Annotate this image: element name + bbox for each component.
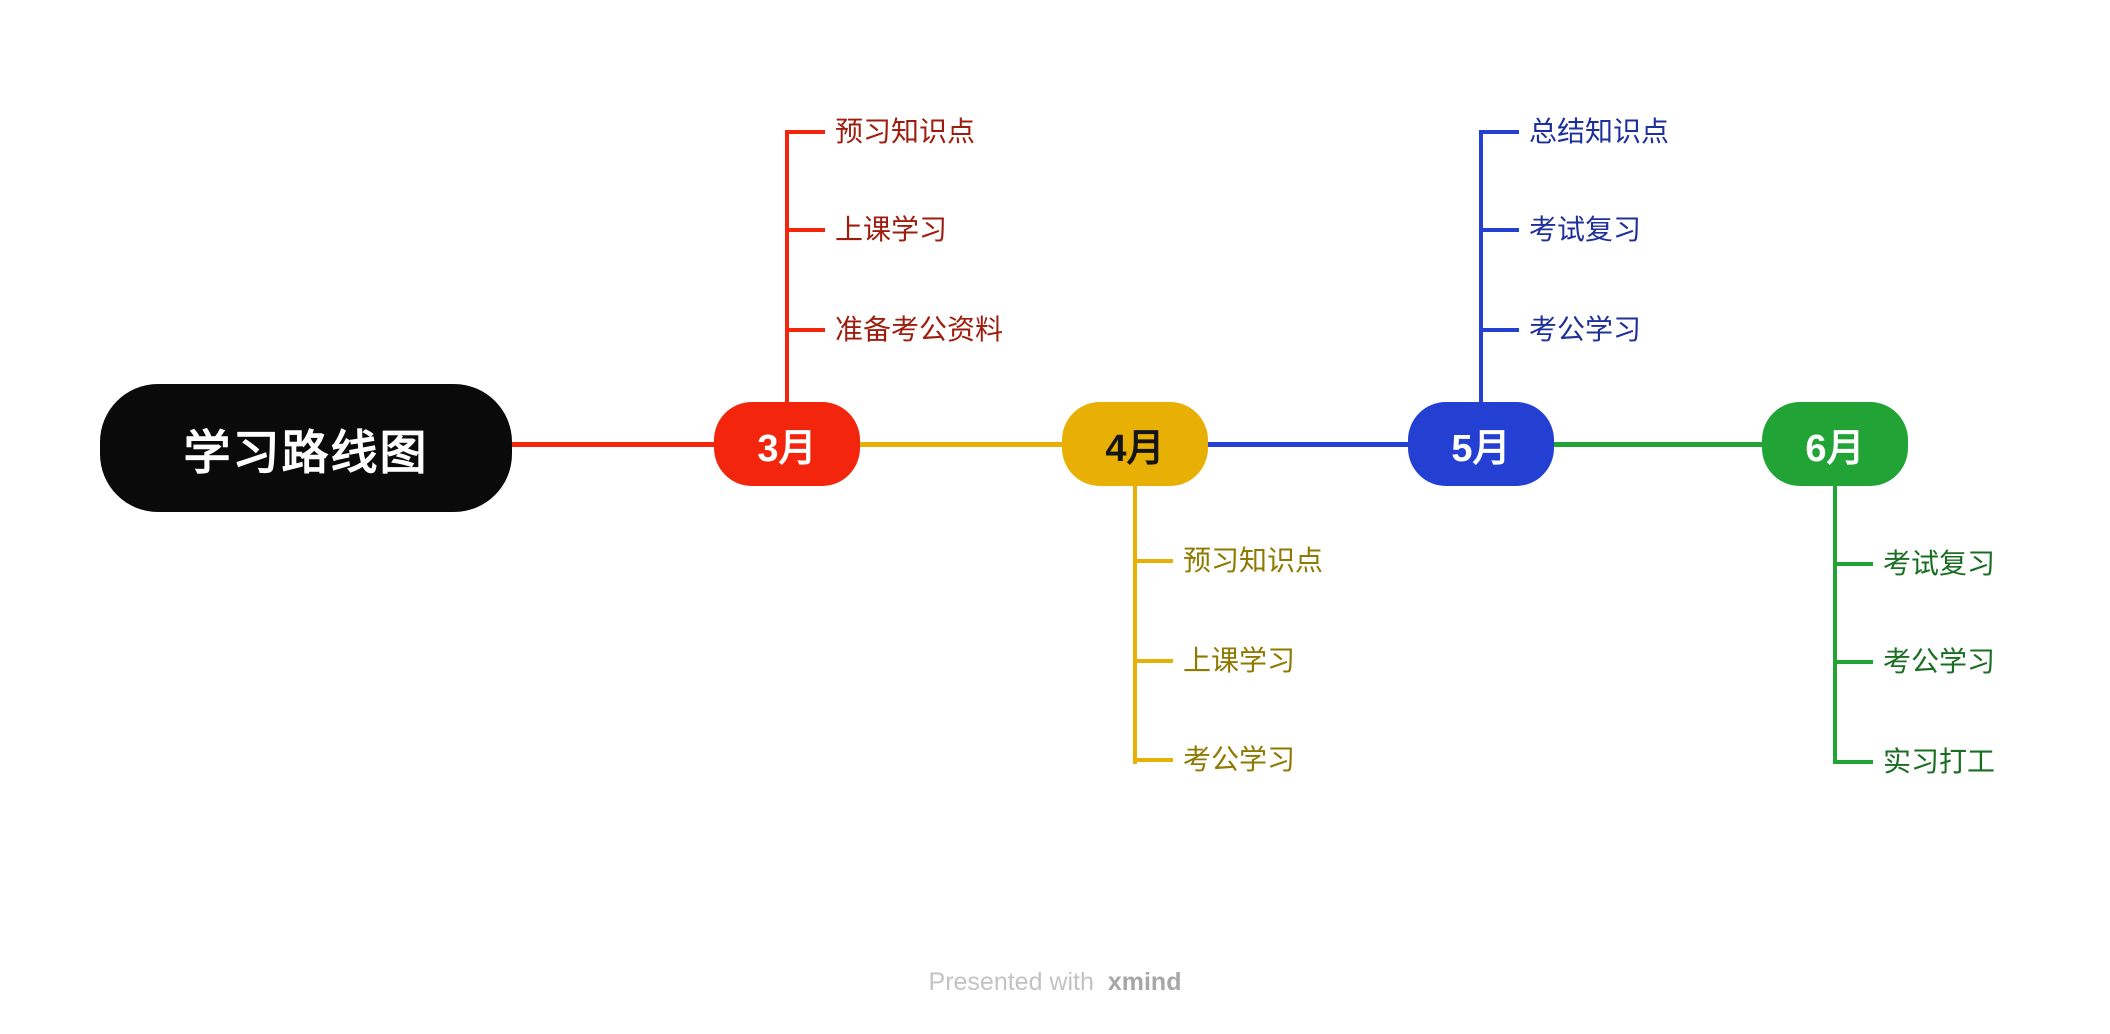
topic-month-label: 6月 (1805, 427, 1865, 470)
branch-tick-line (787, 228, 825, 232)
subtopic-label: 预习知识点 (1183, 545, 1324, 576)
branch-tick-line (1481, 130, 1519, 134)
branch-tick-line (1835, 760, 1873, 764)
connector-may-to-june (1550, 442, 1768, 447)
subtopic-label: 上课学习 (835, 214, 948, 245)
subtopic-june-1[interactable]: 考试复习 (1835, 546, 1995, 582)
subtopic-label: 准备考公资料 (835, 314, 1004, 345)
subtopic-label: 考试复习 (1883, 548, 1996, 579)
branch-tick-line (1135, 758, 1173, 762)
connector-april-to-may (1204, 442, 1414, 447)
subtopic-march-2[interactable]: 上课学习 (787, 212, 947, 248)
subtopic-label: 考公学习 (1529, 314, 1642, 345)
central-topic-label: 学习路线图 (183, 425, 429, 479)
xmind-logo-text: xmind (1107, 968, 1182, 996)
topic-month-march[interactable]: 3月 (714, 402, 860, 486)
subtopic-label: 实习打工 (1883, 746, 1996, 777)
topic-month-april[interactable]: 4月 (1062, 402, 1208, 486)
subtopic-label: 预习知识点 (835, 116, 976, 147)
subtopic-march-3[interactable]: 准备考公资料 (787, 312, 1003, 348)
subtopic-label: 上课学习 (1183, 645, 1296, 676)
subtopic-label: 考公学习 (1883, 646, 1996, 677)
branch-tick-line (1135, 559, 1173, 563)
subtopic-label: 总结知识点 (1529, 116, 1670, 147)
branch-trunk-june (1833, 482, 1837, 764)
subtopic-march-1[interactable]: 预习知识点 (787, 114, 975, 150)
branch-tick-line (787, 130, 825, 134)
subtopic-label: 考试复习 (1529, 214, 1642, 245)
branch-tick-line (1135, 659, 1173, 663)
subtopic-april-1[interactable]: 预习知识点 (1135, 543, 1323, 579)
topic-month-label: 5月 (1451, 427, 1511, 470)
branch-tick-line (787, 328, 825, 332)
topic-month-label: 3月 (757, 427, 817, 470)
subtopic-april-3[interactable]: 考公学习 (1135, 742, 1295, 778)
connector-march-to-april (856, 442, 1068, 447)
branch-trunk-may (1479, 130, 1483, 406)
subtopic-june-2[interactable]: 考公学习 (1835, 644, 1995, 680)
connector-main-to-march (506, 442, 720, 447)
topic-month-label: 4月 (1105, 427, 1165, 470)
branch-tick-line (1835, 562, 1873, 566)
central-topic[interactable]: 学习路线图 (100, 384, 512, 512)
branch-tick-line (1835, 660, 1873, 664)
subtopic-may-1[interactable]: 总结知识点 (1481, 114, 1669, 150)
xmind-watermark: Presented with xmind (0, 968, 2110, 997)
topic-month-may[interactable]: 5月 (1408, 402, 1554, 486)
branch-tick-line (1481, 328, 1519, 332)
subtopic-may-3[interactable]: 考公学习 (1481, 312, 1641, 348)
branch-trunk-april (1133, 482, 1137, 764)
branch-tick-line (1481, 228, 1519, 232)
subtopic-label: 考公学习 (1183, 744, 1296, 775)
topic-month-june[interactable]: 6月 (1762, 402, 1908, 486)
subtopic-april-2[interactable]: 上课学习 (1135, 643, 1295, 679)
subtopic-may-2[interactable]: 考试复习 (1481, 212, 1641, 248)
watermark-text: Presented with (928, 968, 1094, 996)
branch-trunk-march (785, 130, 789, 406)
subtopic-june-3[interactable]: 实习打工 (1835, 744, 1995, 780)
